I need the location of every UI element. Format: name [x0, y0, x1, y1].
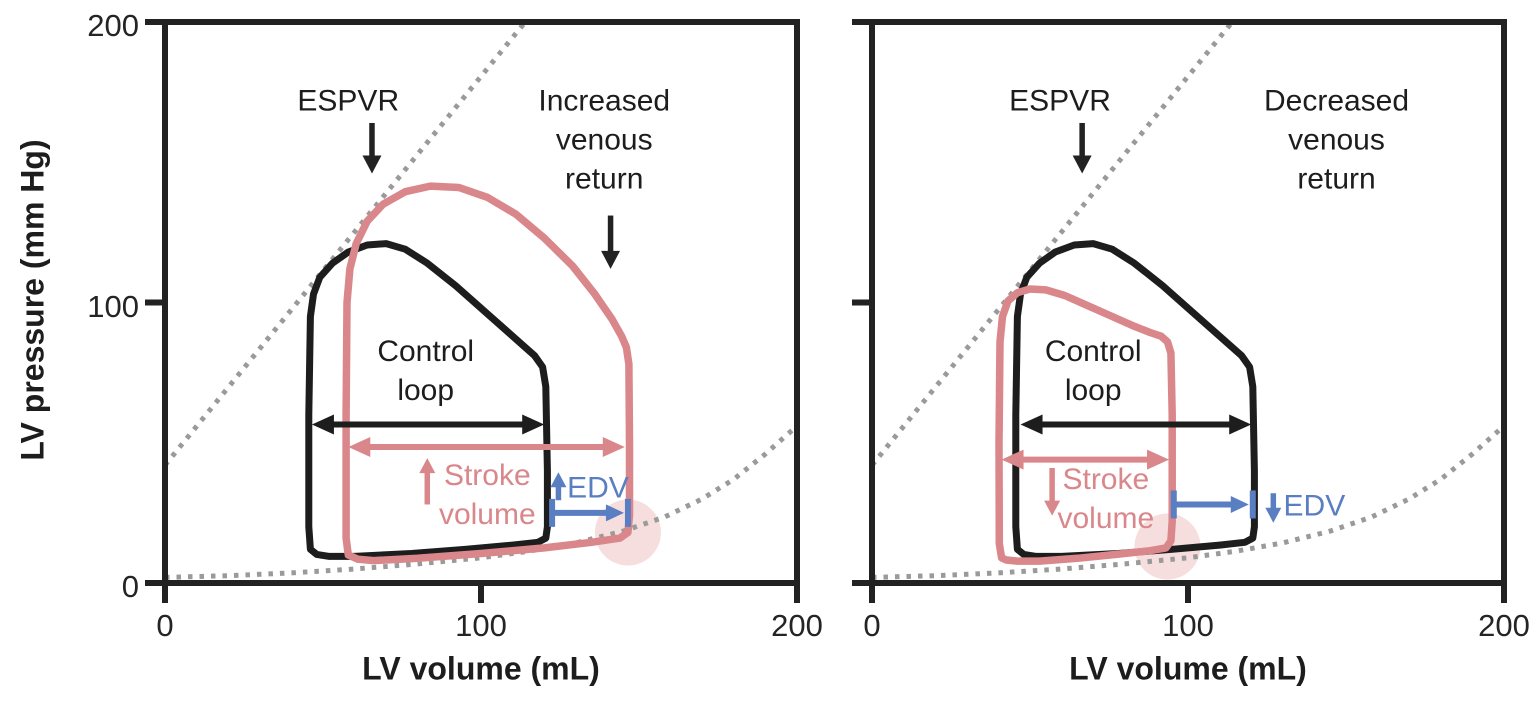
x-tick-label: 0: [156, 608, 174, 643]
espvr-pointer-arrow-head: [362, 155, 382, 174]
venous-return-label: Decreased venous return: [1263, 84, 1410, 196]
venous-return-label: Increased venous return: [538, 84, 671, 196]
x-axis-label: LV volume (mL): [1069, 650, 1307, 687]
x-tick-label: 100: [1162, 608, 1214, 643]
stroke-volume-width-arrow-left-head: [1001, 449, 1024, 470]
y-axis-label: LV pressure (mm Hg): [14, 139, 51, 461]
y-tick-label: 0: [121, 569, 139, 604]
stroke-volume-width-arrow-left-head: [348, 436, 371, 457]
x-tick-label: 0: [863, 608, 881, 643]
control-loop-label: Control loop: [1044, 335, 1142, 408]
x-tick-label: 200: [771, 608, 823, 643]
venous-return-pointer-arrow-head: [601, 250, 621, 269]
stroke-volume-width-arrow-right-head: [602, 436, 625, 457]
control-width-arrow-right-head: [522, 414, 545, 435]
edv-trend-arrow-head: [550, 472, 567, 488]
espvr-label: ESPVR: [1009, 84, 1111, 118]
y-tick-label: 200: [87, 8, 139, 43]
edv-span-arrow-head: [1230, 495, 1249, 513]
espvr-line: [163, 20, 528, 467]
control-width-arrow-left-head: [311, 414, 334, 435]
stroke-volume-trend-arrow-head: [1044, 500, 1061, 516]
control-width-arrow-left-head: [1020, 414, 1043, 435]
panel-right-spines: [869, 19, 1507, 586]
edpvr-line: [164, 424, 799, 580]
control-width-arrow-right-head: [1229, 414, 1252, 435]
edv-label: EDV: [1283, 489, 1346, 523]
x-axis-label: LV volume (mL): [362, 650, 600, 687]
edv-span-arrow-head: [605, 504, 624, 522]
edv-label: EDV: [567, 471, 629, 505]
stroke-volume-trend-arrow-head: [419, 458, 436, 474]
edv-trend-arrow-head: [1265, 507, 1282, 523]
control-loop-label: Control loop: [377, 335, 475, 408]
control-loop-line: [305, 240, 551, 560]
espvr-pointer-arrow-head: [1072, 155, 1092, 174]
edpvr-line: [871, 424, 1506, 580]
stroke-volume-width-arrow-right-head: [1147, 449, 1170, 470]
x-tick-label: 100: [455, 608, 507, 643]
y-tick-label: 100: [87, 288, 139, 324]
x-tick-label: 200: [1478, 608, 1530, 643]
espvr-line: [870, 20, 1235, 467]
decreased-venous-return-loop-line: [995, 285, 1176, 565]
stroke-volume-label: Stroke volume: [438, 458, 536, 531]
increased-venous-return-loop-line: [342, 182, 634, 565]
stroke-volume-label: Stroke volume: [1057, 462, 1155, 535]
espvr-label: ESPVR: [297, 84, 400, 118]
